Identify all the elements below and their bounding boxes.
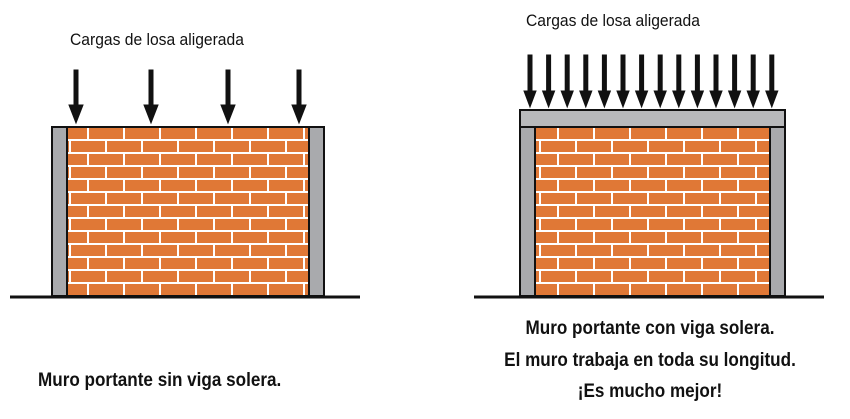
left-column-right — [308, 126, 325, 297]
load-arrow — [579, 54, 593, 109]
load-arrow — [709, 54, 723, 109]
left-caption: Muro portante sin viga solera. — [38, 370, 282, 391]
load-arrow — [523, 54, 537, 109]
load-arrow — [68, 69, 84, 125]
left-column-left — [51, 126, 68, 297]
left-load-label: Cargas de losa aligerada — [70, 30, 244, 49]
load-arrow — [653, 54, 667, 109]
load-arrow — [291, 69, 307, 125]
load-arrow — [746, 54, 760, 109]
right-brick-wall — [519, 126, 786, 297]
right-column-left — [519, 126, 536, 297]
load-arrow — [220, 69, 236, 125]
load-arrow — [690, 54, 705, 109]
left-wall-diagram — [10, 69, 360, 299]
load-arrow — [541, 54, 556, 109]
load-arrow — [727, 54, 742, 109]
right-caption-line-3: ¡Es mucho mejor! — [577, 381, 723, 402]
right-caption-line-1: Muro portante con viga solera. — [525, 318, 775, 339]
right-bond-beam — [519, 109, 786, 128]
left-load-arrows — [68, 69, 307, 125]
load-arrow — [616, 54, 630, 109]
right-load-label: Cargas de losa aligerada — [526, 11, 700, 30]
load-arrow — [143, 69, 159, 125]
load-arrow — [672, 54, 686, 109]
right-wall-diagram — [474, 54, 824, 299]
load-arrow — [560, 54, 574, 109]
right-load-arrows — [523, 54, 779, 109]
left-brick-wall — [51, 126, 325, 297]
right-caption-line-2: El muro trabaja en toda su longitud. — [504, 350, 796, 371]
load-arrow — [634, 54, 649, 109]
load-arrow — [597, 54, 612, 109]
right-column-right — [769, 126, 786, 297]
load-arrow — [765, 54, 779, 109]
